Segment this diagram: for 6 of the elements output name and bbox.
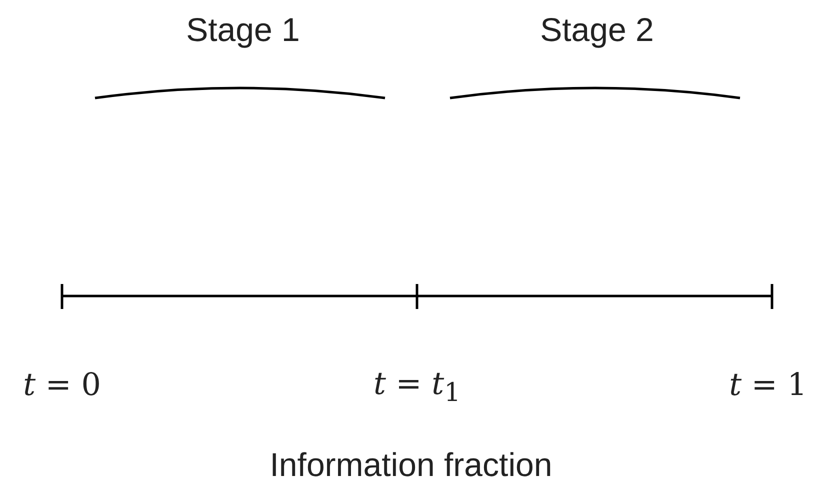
axis-title: Information fraction [270, 446, 552, 484]
time-label: t = t$_{1}$ [373, 366, 461, 408]
stage-label: Stage 2 [540, 11, 654, 49]
time-label: t = 1 [729, 367, 807, 403]
time-label: t = 0 [23, 367, 101, 403]
stage-label: Stage 1 [186, 11, 300, 49]
